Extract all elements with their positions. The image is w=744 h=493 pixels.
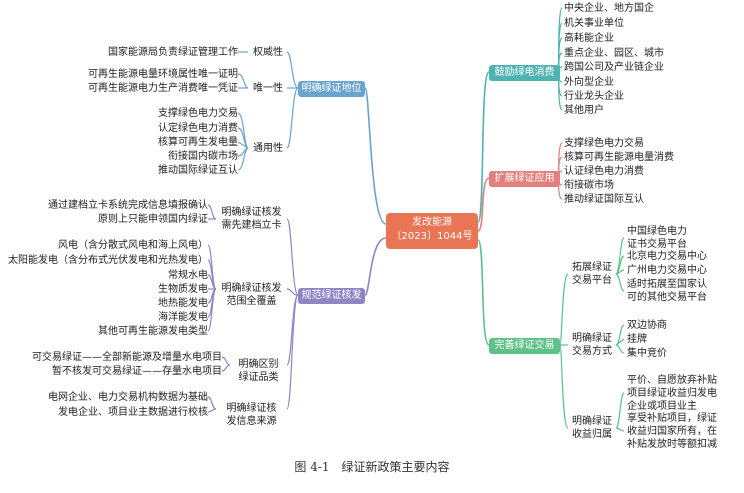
consumption-item: 行业龙头企业 [564, 91, 624, 102]
status-group-universality: 通用性 [253, 143, 283, 154]
consumption-item: 机关事业单位 [564, 18, 624, 29]
consumption-item: 外向型企业 [564, 77, 614, 88]
issuance-item: 其他可再生能源发电类型 [98, 326, 208, 337]
center-node: 发改能源 〔2023〕1044号 [386, 213, 478, 249]
trading-group-revenue: 明确绿证 收益归属 [572, 416, 612, 440]
consumption-item: 其他用户 [564, 105, 604, 116]
application-item: 推动绿证国际互认 [564, 194, 644, 205]
trading-item: 北京电力交易中心 [627, 251, 707, 262]
issuance-item: 风电（含分散式风电和海上风电） [58, 240, 208, 251]
application-item: 核算可再生能源电量消费 [564, 152, 674, 163]
issuance-item: 电网企业、电力交易机构数据为基础 [48, 392, 208, 403]
issuance-item: 地热能发电 [158, 298, 208, 309]
issuance-item: 常规水电 [168, 270, 208, 281]
issuance-group-filing: 明确绿证核发 需先建档立卡 [221, 207, 282, 231]
figure-caption: 图 4-1 绿证新政策主要内容 [294, 460, 450, 474]
center-line2: 〔2023〕1044号 [391, 231, 473, 242]
issuance-group-source: 明确绿证核 发信息来源 [226, 403, 277, 427]
status-item: 可再生能源电量环境属性唯一证明 [88, 69, 238, 80]
issuance-item: 原则上只能申领国内绿证 [98, 214, 208, 225]
status-item: 推动国际绿证互认 [158, 165, 238, 176]
branch-application: 扩展绿证应用 [489, 171, 560, 187]
issuance-item: 海洋能发电 [158, 312, 208, 323]
status-item: 认定绿色电力消费 [158, 123, 238, 134]
trading-item: 双边协商 [627, 320, 667, 331]
trading-item: 享受补贴项目，绿证 收益归国家所有，在 补贴发放时等额扣减 [627, 413, 717, 450]
issuance-item: 发电企业、项目业主数据进行校核 [58, 407, 208, 418]
status-item: 支撑绿色电力交易 [158, 108, 238, 119]
issuance-item: 生物质发电 [158, 284, 208, 295]
status-group-uniqueness: 唯一性 [253, 83, 283, 94]
trading-item: 挂牌 [627, 334, 647, 345]
branch-issuance: 规范绿证核发 [298, 288, 365, 304]
status-group-authority: 权威性 [253, 47, 283, 58]
consumption-item: 重点企业、园区、城市 [564, 48, 664, 59]
status-item: 可再生能源电力生产消费唯一凭证 [88, 83, 238, 94]
trading-item: 平价、自愿放弃补贴 项目绿证收益归发电 企业或项目业主 [627, 375, 717, 412]
status-item: 核算可再生发电量 [158, 137, 238, 148]
trading-item: 中国绿色电力 证书交易平台 [627, 226, 687, 250]
issuance-item: 通过建档立卡系统完成信息填报确认 [48, 200, 208, 211]
consumption-item: 高耗能企业 [564, 33, 614, 44]
branch-consumption: 鼓励绿电消费 [489, 65, 560, 81]
branch-status: 明确绿证地位 [298, 81, 365, 97]
branch-trading: 完善绿证交易 [489, 338, 560, 354]
issuance-group-category: 明确区别 绿证品类 [238, 359, 279, 383]
trading-group-method: 明确绿证 交易方式 [572, 333, 612, 357]
application-item: 认证绿色电力消费 [564, 166, 644, 177]
trading-group-platform: 拓展绿证 交易平台 [572, 262, 612, 286]
trading-item: 集中竞价 [627, 348, 667, 359]
issuance-item: 太阳能发电（含分布式光伏发电和光热发电） [8, 255, 208, 266]
status-item: 衔接国内碳市场 [168, 151, 238, 162]
issuance-group-scope: 明确绿证核发 范围全覆盖 [221, 283, 282, 307]
issuance-item: 暂不核发可交易绿证——存量水电项目 [52, 366, 222, 377]
application-item: 衔接碳市场 [564, 180, 614, 191]
status-item: 国家能源局负责绿证管理工作 [108, 47, 238, 58]
application-item: 支撑绿色电力交易 [564, 138, 644, 149]
center-line1: 发改能源 [412, 217, 452, 228]
trading-item: 广州电力交易中心 [627, 265, 707, 276]
consumption-item: 跨国公司及产业链企业 [564, 62, 664, 73]
trading-item: 适时拓展至国家认 可的其他交易平台 [627, 279, 707, 303]
issuance-item: 可交易绿证——全部新能源及增量水电项目 [32, 352, 222, 363]
consumption-item: 中央企业、地方国企 [564, 3, 654, 14]
